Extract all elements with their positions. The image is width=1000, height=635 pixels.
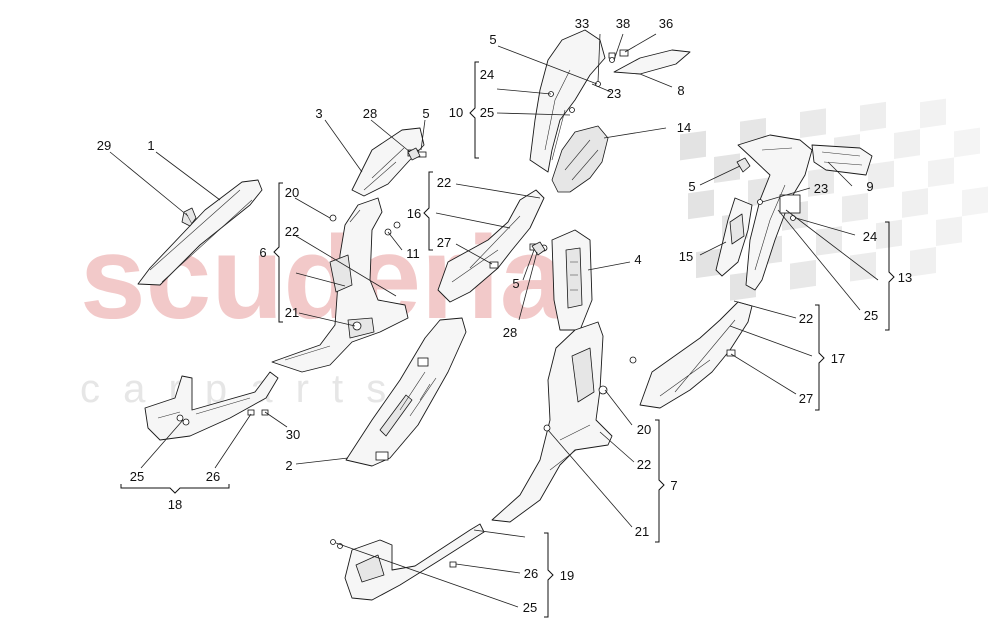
leader-lines — [109, 33, 879, 608]
label-5-mid: 5 — [512, 276, 519, 291]
label-21-left: 21 — [285, 305, 299, 320]
checker-square — [920, 98, 946, 129]
label-28-lower: 28 — [503, 325, 517, 340]
part-2-pillar-inner-trim — [345, 317, 467, 467]
label-26-left: 26 — [206, 469, 220, 484]
label-21-right: 21 — [635, 524, 649, 539]
label-3: 3 — [315, 106, 322, 121]
label-5-upper: 5 — [422, 106, 429, 121]
label-30: 30 — [286, 427, 300, 442]
label-28-upper: 28 — [363, 106, 377, 121]
label-18: 18 — [168, 497, 182, 512]
checker-square — [860, 101, 886, 132]
label-26-bottom: 26 — [524, 566, 538, 581]
checker-square — [842, 193, 868, 223]
label-27-right: 27 — [799, 391, 813, 406]
label-22-mid: 22 — [437, 175, 451, 190]
label-5-right: 5 — [688, 179, 695, 194]
label-29: 29 — [97, 138, 111, 153]
checker-square — [928, 157, 954, 188]
part-9-box-trim — [811, 144, 873, 176]
label-36: 36 — [659, 16, 673, 31]
label-10: 10 — [449, 105, 463, 120]
checker-square — [680, 130, 706, 161]
checker-square — [808, 167, 834, 197]
label-25-bottom: 25 — [523, 600, 537, 615]
part-16-quarter-trim — [437, 189, 545, 303]
label-6: 6 — [259, 245, 266, 260]
label-20-left: 20 — [285, 185, 299, 200]
checker-square — [936, 216, 962, 247]
label-25-right: 25 — [864, 308, 878, 323]
checker-square — [800, 108, 826, 138]
checker-square — [962, 186, 988, 217]
label-22-right: 22 — [799, 311, 813, 326]
label-11: 11 — [406, 246, 420, 261]
label-22-left: 22 — [285, 224, 299, 239]
part-19-sill-trim-right — [330, 523, 485, 601]
label-19: 19 — [560, 568, 574, 583]
label-17: 17 — [831, 351, 845, 366]
part-15-small-panel — [715, 197, 753, 277]
part-8-wedge-trim — [608, 49, 691, 75]
label-27-mid: 27 — [437, 235, 451, 250]
checker-square — [696, 248, 722, 279]
checker-square — [850, 251, 876, 282]
checker-square — [894, 129, 920, 159]
part-4-cover-piece — [551, 229, 593, 331]
label-24-right: 24 — [863, 229, 877, 244]
part-3-upper-pillar-cover — [351, 127, 425, 197]
part-14-bracket — [551, 125, 609, 193]
checker-square — [868, 160, 894, 191]
label-24-top: 24 — [480, 67, 494, 82]
part-18-sill-trim-left — [144, 371, 279, 441]
label-9: 9 — [866, 179, 873, 194]
label-20-right: 20 — [637, 422, 651, 437]
label-16: 16 — [407, 206, 421, 221]
label-4: 4 — [634, 252, 641, 267]
callout-labels: 29 1 2 3 28 5 4 5 5 5 6 7 8 9 10 11 13 1… — [97, 16, 912, 615]
label-8: 8 — [677, 83, 684, 98]
label-15: 15 — [679, 249, 693, 264]
part-17-lower-quarter-trim — [639, 301, 753, 409]
label-1: 1 — [147, 138, 154, 153]
checker-square — [688, 189, 714, 220]
label-7: 7 — [670, 478, 677, 493]
checker-square — [954, 127, 980, 158]
watermark-checker-flag — [680, 98, 988, 301]
label-23-right: 23 — [814, 181, 828, 196]
group-brackets — [120, 61, 895, 618]
label-25-left: 25 — [130, 469, 144, 484]
part-1-a-pillar-trim — [137, 179, 263, 286]
label-22-lower: 22 — [637, 457, 651, 472]
part-7-lower-pillar-trim-right — [491, 321, 613, 523]
checker-square — [790, 259, 816, 290]
checker-square — [910, 247, 936, 277]
label-38: 38 — [616, 16, 630, 31]
label-25-top: 25 — [480, 105, 494, 120]
label-5-top: 5 — [489, 32, 496, 47]
label-2: 2 — [285, 458, 292, 473]
label-13: 13 — [898, 270, 912, 285]
label-23-top: 23 — [607, 86, 621, 101]
checker-square — [902, 188, 928, 218]
label-33: 33 — [575, 16, 589, 31]
checker-square — [816, 226, 842, 256]
label-14: 14 — [677, 120, 691, 135]
